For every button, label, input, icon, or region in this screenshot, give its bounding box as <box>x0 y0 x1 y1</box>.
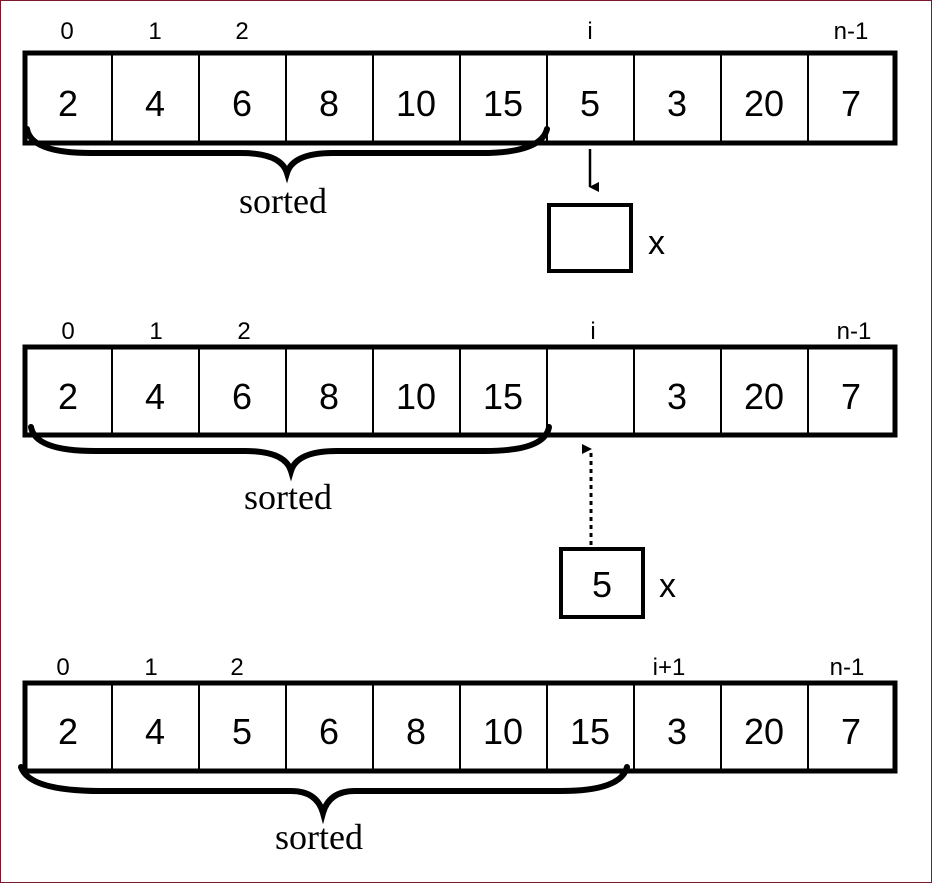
index-label-n-1: n-1 <box>830 654 865 681</box>
array-cell: 7 <box>841 376 861 417</box>
panel-1: 0 1 2 i n-1 2 4 6 8 10 15 <box>22 18 898 273</box>
index-label-i-plus-1: i+1 <box>653 654 686 681</box>
array-cell: 10 <box>483 711 523 752</box>
array-cell: 3 <box>667 83 687 124</box>
index-label-2: 2 <box>235 18 248 45</box>
array-cell: 2 <box>58 376 78 417</box>
array-cell: 7 <box>841 711 861 752</box>
sorted-brace <box>18 764 630 825</box>
sorted-brace <box>24 126 550 184</box>
array-cell: 7 <box>841 83 861 124</box>
array-cell: 15 <box>483 83 523 124</box>
index-label-i: i <box>590 318 595 345</box>
array-cell: 4 <box>145 376 165 417</box>
array-cell: 10 <box>396 83 436 124</box>
panel-2: 0 1 2 i n-1 2 4 6 8 10 15 <box>22 318 898 619</box>
x-box <box>559 547 645 619</box>
array-cell: 8 <box>319 376 339 417</box>
index-label-2: 2 <box>237 318 250 345</box>
index-label-1: 1 <box>148 18 161 45</box>
index-label-i: i <box>587 18 592 45</box>
array-row: 2 4 6 8 10 15 5 3 20 7 <box>22 50 898 146</box>
sorted-label: sorted <box>239 181 327 221</box>
array-cell: 6 <box>319 711 339 752</box>
index-label-0: 0 <box>61 318 74 345</box>
array-row: 2 4 6 8 10 15 3 20 7 <box>22 344 898 438</box>
array-cell: 3 <box>667 376 687 417</box>
array-cell: 4 <box>145 711 165 752</box>
index-label-0: 0 <box>56 654 69 681</box>
index-label-2: 2 <box>230 654 243 681</box>
array-row: 2 4 5 6 8 10 15 3 20 7 <box>22 680 898 774</box>
array-cell: 20 <box>744 83 784 124</box>
index-label-1: 1 <box>144 654 157 681</box>
sorted-label: sorted <box>244 477 332 517</box>
array-cell: 5 <box>580 83 600 124</box>
x-box <box>547 203 633 273</box>
array-cell: 5 <box>232 711 252 752</box>
index-label-1: 1 <box>149 318 162 345</box>
index-label-n-1: n-1 <box>837 318 872 345</box>
array-cell: 15 <box>570 711 610 752</box>
array-cell: 20 <box>744 376 784 417</box>
index-label-0: 0 <box>60 18 73 45</box>
array-cell: 3 <box>667 711 687 752</box>
index-label-n-1: n-1 <box>834 18 869 45</box>
array-cell: 8 <box>406 711 426 752</box>
array-cell: 6 <box>232 376 252 417</box>
x-label: x <box>648 224 665 262</box>
x-label: x <box>659 567 676 605</box>
sorted-label: sorted <box>275 817 363 857</box>
array-cell: 15 <box>483 376 523 417</box>
array-cell: 8 <box>319 83 339 124</box>
array-cell: 2 <box>58 83 78 124</box>
panel-3: 0 1 2 i+1 n-1 2 4 5 6 8 10 <box>18 654 898 857</box>
sorted-brace <box>28 424 552 482</box>
array-cell: 10 <box>396 376 436 417</box>
array-cell: 4 <box>145 83 165 124</box>
array-cell: 2 <box>58 711 78 752</box>
array-cell: 20 <box>744 711 784 752</box>
x-box-value: 5 <box>592 564 612 605</box>
array-cell: 6 <box>232 83 252 124</box>
